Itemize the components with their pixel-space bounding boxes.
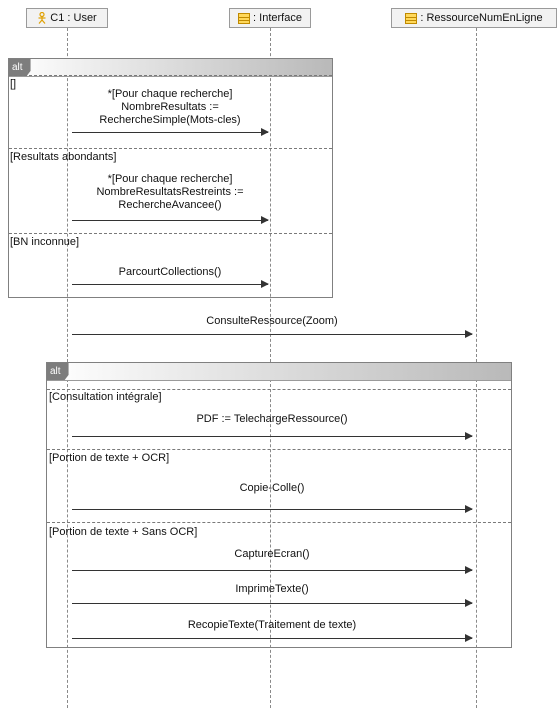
message-label: ParcourtCollections() [72,266,268,279]
class-icon [405,12,418,24]
message-label-line: ParcourtCollections() [118,266,222,278]
message-arrow[interactable] [72,330,473,338]
guard-label: [Portion de texte + OCR] [49,452,170,464]
message-label: ImprimeTexte() [235,583,309,595]
lifeline-label-user: C1 : User [50,12,97,24]
message-label-line: RechercheAvancee() [118,199,222,211]
message-label: CaptureEcran() [234,548,310,560]
message-label: Copie-Colle() [239,482,305,494]
alt-fragment-2[interactable]: alt [46,362,512,648]
message-label: RecopieTexte(Traitement de texte) [187,619,357,631]
message-label: ConsulteRessource(Zoom) [206,315,338,327]
fragment-operator: alt [47,363,69,380]
lifeline-head-user[interactable]: C1 : User [26,8,108,28]
fragment-separator [47,522,511,523]
fragment-separator [9,233,332,234]
lifeline-head-interface[interactable]: : Interface [229,8,311,28]
message-arrow[interactable] [72,599,473,607]
message-arrow[interactable] [72,128,269,136]
guard-label: [Portion de texte + Sans OCR] [49,526,198,538]
class-icon [238,12,251,24]
lifeline-label-interface: : Interface [253,12,302,24]
fragment-separator [47,389,511,390]
lifeline-head-ressource[interactable]: : RessourceNumEnLigne [391,8,557,28]
fragment-operator: alt [9,59,31,76]
message-arrow[interactable] [72,634,473,642]
message-label-line: *[Pour chaque recherche] [107,173,233,185]
guard-label: [Resultats abondants] [10,151,117,163]
message-arrow[interactable] [72,566,473,574]
fragment-separator [9,75,332,76]
actor-icon [38,12,46,24]
fragment-header [9,59,332,77]
guard-label: [BN inconnue] [10,236,80,248]
message-label: PDF := TelechargeRessource() [196,413,348,425]
message-arrow[interactable] [72,216,269,224]
fragment-separator [9,148,332,149]
alt-fragment-1[interactable]: alt [8,58,333,298]
message-arrow[interactable] [72,280,269,288]
guard-label: [Consultation intégrale] [49,391,162,403]
guard-label: [] [10,78,17,90]
message-label: *[Pour chaque recherche] NombreResultats… [72,173,268,212]
message-label-line: NombreResultats := [121,101,219,113]
message-arrow[interactable] [72,432,473,440]
lifeline-label-ressource: : RessourceNumEnLigne [420,12,543,24]
message-label-line: RechercheSimple(Mots-cles) [99,114,241,126]
message-label-line: NombreResultatsRestreints := [96,186,244,198]
message-label: *[Pour chaque recherche] NombreResultats… [72,88,268,127]
fragment-header [47,363,511,381]
fragment-separator [47,449,511,450]
message-arrow[interactable] [72,505,473,513]
message-label-line: *[Pour chaque recherche] [107,88,233,100]
